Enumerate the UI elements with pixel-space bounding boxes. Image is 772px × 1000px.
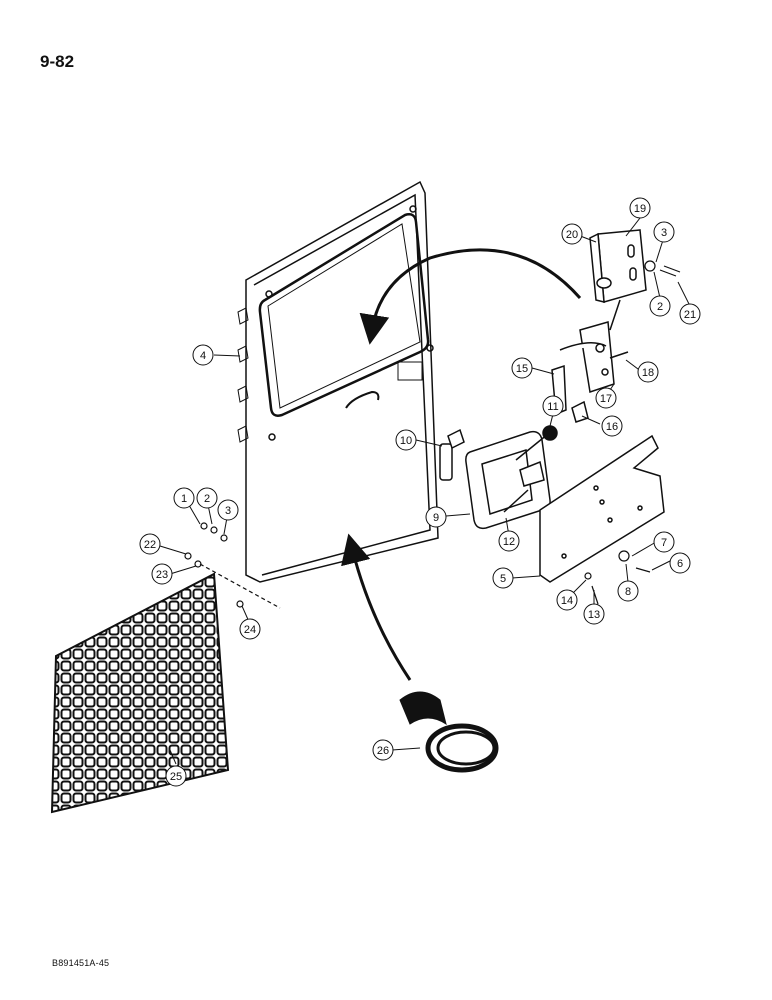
callout-26: 24 xyxy=(239,618,261,640)
svg-text:2: 2 xyxy=(204,493,210,505)
callout-3-left: 3 xyxy=(217,499,239,521)
callout-2-left: 2 xyxy=(196,487,218,509)
svg-text:13: 13 xyxy=(588,609,600,621)
svg-text:14: 14 xyxy=(561,595,573,607)
callout-18: 18 xyxy=(637,361,659,383)
svg-text:15: 15 xyxy=(516,363,528,375)
callout-22: 26 xyxy=(372,739,394,761)
callout-10: 10 xyxy=(395,429,417,451)
latch-assembly xyxy=(551,321,629,416)
svg-text:5: 5 xyxy=(500,573,506,585)
svg-text:24: 24 xyxy=(244,624,256,636)
svg-text:26: 26 xyxy=(377,745,389,757)
striker xyxy=(571,400,589,423)
svg-text:16: 16 xyxy=(606,421,618,433)
callout-23: 25 xyxy=(165,765,187,787)
callout-11: 11 xyxy=(542,395,564,417)
callout-8: 8 xyxy=(617,580,639,602)
svg-text:19: 19 xyxy=(634,203,646,215)
door-seal-roll xyxy=(399,691,499,773)
svg-text:17: 17 xyxy=(600,393,612,405)
door-panel xyxy=(237,180,439,583)
callout-20: 20 xyxy=(561,223,583,245)
hardware xyxy=(184,260,681,609)
svg-text:25: 25 xyxy=(170,771,182,783)
key-lock xyxy=(439,428,465,481)
svg-text:20: 20 xyxy=(566,229,578,241)
svg-text:18: 18 xyxy=(642,367,654,379)
svg-text:11: 11 xyxy=(547,401,558,413)
svg-text:9: 9 xyxy=(433,512,439,524)
assembly-arrow-top xyxy=(359,248,582,345)
svg-text:2: 2 xyxy=(657,301,663,313)
callout-5: 5 xyxy=(492,567,514,589)
callout-1: 1 xyxy=(173,487,195,509)
assembly-arrow-bottom xyxy=(341,533,412,681)
callout-21: 21 xyxy=(679,303,701,325)
callout-19: 19 xyxy=(629,197,651,219)
callout-12: 12 xyxy=(498,530,520,552)
svg-text:8: 8 xyxy=(625,586,631,598)
callout-15: 15 xyxy=(511,357,533,379)
callout-14: 14 xyxy=(556,589,578,611)
callout-6: 6 xyxy=(669,552,691,574)
svg-text:23: 23 xyxy=(156,569,168,581)
callout-7: 7 xyxy=(653,531,675,553)
mounting-plate xyxy=(539,434,665,583)
hinge-bracket xyxy=(589,229,647,331)
svg-text:3: 3 xyxy=(225,505,231,517)
inside-handle-assembly xyxy=(465,425,558,530)
callout-13: 13 xyxy=(583,603,605,625)
callout-4: 4 xyxy=(192,344,214,366)
callout-24: 22 xyxy=(139,533,161,555)
svg-text:1: 1 xyxy=(181,493,187,505)
svg-text:6: 6 xyxy=(677,558,683,570)
svg-text:12: 12 xyxy=(503,536,515,548)
callout-17: 17 xyxy=(595,387,617,409)
svg-text:22: 22 xyxy=(144,539,156,551)
callout-25: 23 xyxy=(151,563,173,585)
callout-16: 16 xyxy=(601,415,623,437)
figure-code: B891451A-45 xyxy=(52,958,110,968)
page-number: 9-82 xyxy=(40,52,75,71)
mesh-screen xyxy=(50,572,230,814)
svg-text:10: 10 xyxy=(400,435,412,447)
svg-text:4: 4 xyxy=(200,350,206,362)
svg-text:3: 3 xyxy=(661,227,667,239)
callout-3-top: 3 xyxy=(653,221,675,243)
callout-2-top: 2 xyxy=(649,295,671,317)
svg-text:7: 7 xyxy=(661,537,667,549)
callout-9: 9 xyxy=(425,506,447,528)
svg-text:21: 21 xyxy=(684,309,696,321)
